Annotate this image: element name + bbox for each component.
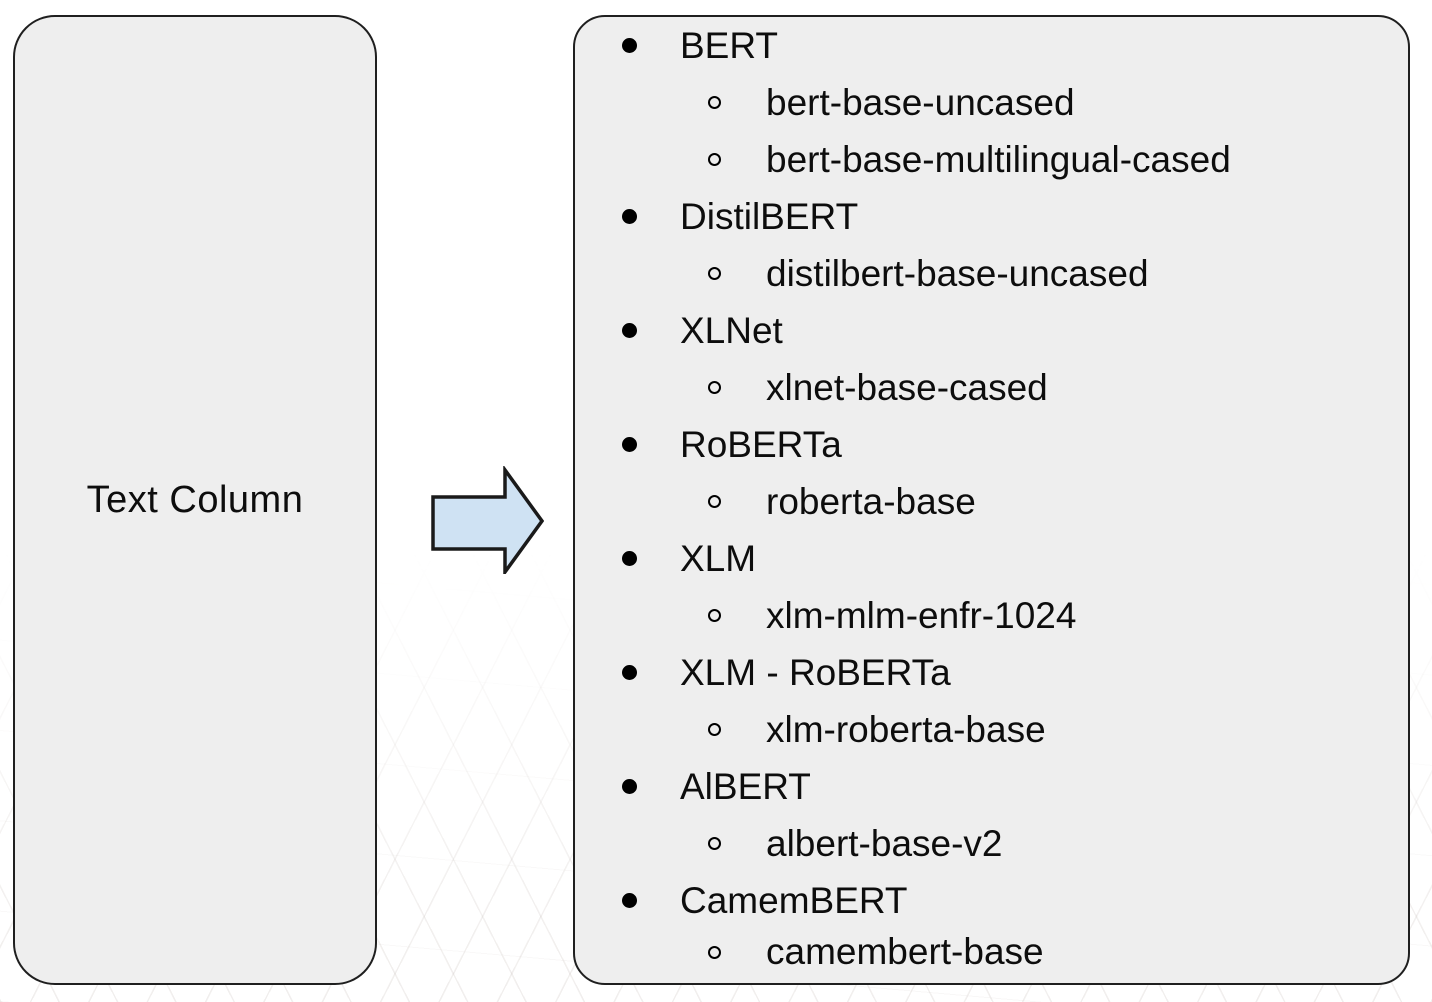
variant-item: camembert-base — [575, 929, 1408, 975]
model-item: XLM — [575, 530, 1408, 587]
hollow-bullet-icon — [708, 153, 721, 166]
hollow-bullet-icon — [708, 945, 721, 959]
variant-item-label: bert-base-uncased — [766, 81, 1075, 123]
model-item-label: BERT — [680, 24, 779, 66]
hollow-bullet-icon — [708, 609, 721, 622]
model-list-box: BERT bert-base-uncased bert-base-multiling… — [573, 15, 1410, 985]
variant-item-label: distilbert-base-uncased — [766, 252, 1149, 294]
filled-bullet-icon — [622, 437, 637, 452]
hollow-bullet-icon — [708, 381, 721, 394]
model-item: AlBERT — [575, 758, 1408, 815]
filled-bullet-icon — [622, 665, 637, 680]
hollow-bullet-icon — [708, 267, 721, 280]
model-item-label: XLM - RoBERTa — [680, 651, 951, 693]
variant-item: bert-base-uncased — [575, 74, 1408, 131]
model-list: BERT bert-base-uncased bert-base-multiling… — [575, 17, 1408, 975]
model-item: CamemBERT — [575, 872, 1408, 929]
model-item: XLM - RoBERTa — [575, 644, 1408, 701]
variant-item-label: camembert-base — [766, 931, 1044, 972]
variant-item: albert-base-v2 — [575, 815, 1408, 872]
model-item: DistilBERT — [575, 188, 1408, 245]
variant-item-label: albert-base-v2 — [766, 822, 1003, 864]
variant-item-label: bert-base-multilingual-cased — [766, 138, 1231, 180]
model-item: RoBERTa — [575, 416, 1408, 473]
hollow-bullet-icon — [708, 837, 721, 850]
filled-bullet-icon — [622, 779, 637, 794]
model-item-label: DistilBERT — [680, 195, 859, 237]
variant-item: distilbert-base-uncased — [575, 245, 1408, 302]
hollow-bullet-icon — [708, 723, 721, 736]
model-item: XLNet — [575, 302, 1408, 359]
variant-item-label: xlm-mlm-enfr-1024 — [766, 594, 1077, 636]
right-arrow-shape — [431, 466, 544, 574]
variant-item-label: xlnet-base-cased — [766, 366, 1048, 408]
filled-bullet-icon — [622, 893, 637, 908]
text-column-box: Text Column — [13, 15, 377, 985]
filled-bullet-icon — [622, 38, 637, 53]
hollow-bullet-icon — [708, 495, 721, 508]
hollow-bullet-icon — [708, 96, 721, 109]
variant-item: xlnet-base-cased — [575, 359, 1408, 416]
variant-item: xlm-roberta-base — [575, 701, 1408, 758]
model-item: BERT — [575, 17, 1408, 74]
variant-item-label: roberta-base — [766, 480, 976, 522]
variant-item: xlm-mlm-enfr-1024 — [575, 587, 1408, 644]
variant-item: bert-base-multilingual-cased — [575, 131, 1408, 188]
variant-item-label: xlm-roberta-base — [766, 708, 1046, 750]
filled-bullet-icon — [622, 209, 637, 224]
model-item-label: AlBERT — [680, 765, 811, 807]
model-item-label: RoBERTa — [680, 423, 842, 465]
text-column-label: Text Column — [86, 478, 304, 521]
model-item-label: XLNet — [680, 309, 783, 351]
filled-bullet-icon — [622, 323, 637, 338]
filled-bullet-icon — [622, 551, 637, 566]
variant-item: roberta-base — [575, 473, 1408, 530]
model-item-label: CamemBERT — [680, 879, 908, 921]
right-arrow-icon — [431, 466, 544, 574]
model-item-label: XLM — [680, 537, 757, 579]
